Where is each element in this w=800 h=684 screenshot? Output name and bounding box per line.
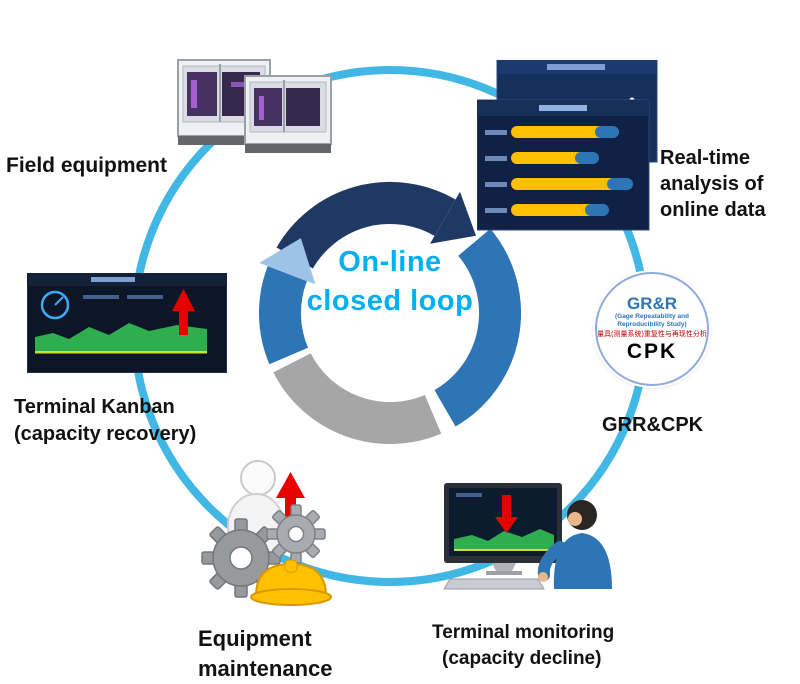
- donut-segment-gray: [273, 352, 442, 445]
- label-field-equipment-text: Field equipment: [6, 154, 168, 177]
- label-grr-cpk-text: GRR&CPK: [602, 414, 704, 436]
- online-data-dashboards-image: [477, 60, 658, 231]
- green-area-chart: [35, 323, 207, 353]
- person-at-terminal: [537, 500, 612, 589]
- center-donut: [258, 181, 522, 445]
- machine-unit-right: [244, 75, 332, 153]
- center-title-line1: On-line: [338, 246, 442, 278]
- cpk-text: CPK: [626, 340, 678, 363]
- keyboard: [443, 578, 545, 590]
- grr-cpk-badge: GR&R (Gage Repeatability and Reproducibi…: [595, 272, 709, 386]
- terminal-kanban-image: [27, 273, 227, 373]
- label-field-equipment: Field equipment: [6, 154, 167, 178]
- grr-title: GR&R: [626, 294, 678, 313]
- center-title: On-line closed loop: [285, 243, 495, 321]
- label-terminal-monitoring-line2: (capacity decline): [442, 648, 602, 669]
- label-equipment-maintenance-line1: Equipment: [198, 626, 312, 651]
- label-realtime-line2: analysis of: [660, 173, 764, 195]
- label-realtime-analysis: Real-time analysis of online data: [660, 145, 800, 223]
- bar-row-3: [485, 178, 633, 190]
- red-up-arrow-icon: [172, 289, 195, 335]
- red-down-arrow-icon: [495, 495, 518, 533]
- center-title-line2: closed loop: [306, 285, 474, 317]
- label-realtime-line1: Real-time: [660, 147, 751, 169]
- bar-row-4: [485, 204, 609, 216]
- label-terminal-kanban-line2: (capacity recovery): [14, 423, 197, 445]
- grr-subtitle-line1: (Gage Repeatability and: [614, 313, 690, 320]
- label-terminal-monitoring-line1: Terminal monitoring: [432, 622, 615, 643]
- label-terminal-monitoring: Terminal monitoring (capacity decline): [432, 620, 614, 672]
- label-grr-cpk: GRR&CPK: [602, 414, 703, 437]
- monitor: [444, 483, 562, 575]
- field-equipment-image: [177, 59, 332, 153]
- label-equipment-maintenance-line2: maintenance: [198, 656, 333, 681]
- bar-row-2: [485, 152, 599, 164]
- label-realtime-line3: online data: [660, 199, 766, 221]
- navy-arrowhead-icon: [430, 191, 476, 244]
- donut-segment-blue-right: [433, 228, 522, 427]
- small-gear-icon: [266, 504, 326, 564]
- hard-hat-icon: [250, 559, 332, 606]
- equipment-maintenance-image: [201, 460, 332, 606]
- gauge-icon: [40, 290, 70, 320]
- label-equipment-maintenance: Equipment maintenance: [198, 624, 333, 684]
- bar-row-1: [485, 126, 619, 138]
- grr-chinese-text: 量具(测量系统)重复性与再现性分析: [597, 331, 707, 338]
- dashboard-front-panel: [477, 99, 650, 231]
- label-terminal-kanban: Terminal Kanban (capacity recovery): [14, 394, 196, 448]
- lightblue-arrowhead-icon: [259, 238, 316, 285]
- donut-segment-blue-left: [258, 238, 316, 365]
- terminal-monitoring-image: [443, 483, 612, 590]
- donut-segment-navy: [276, 181, 476, 270]
- grr-subtitle-line2: Reproducibility Study): [617, 321, 687, 328]
- label-terminal-kanban-line1: Terminal Kanban: [14, 396, 175, 418]
